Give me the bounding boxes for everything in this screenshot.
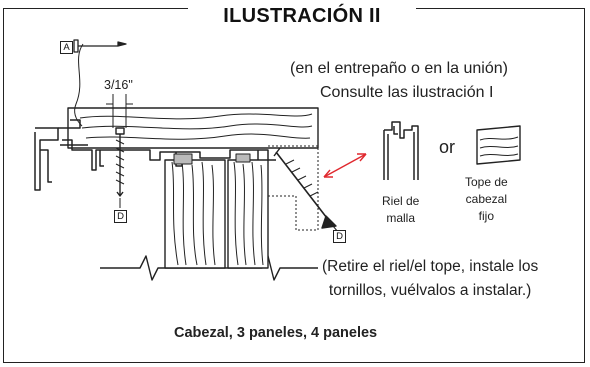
instruction-note: (Retire el riel/el tope, instale los tor…: [322, 255, 538, 303]
dimension-label: 3/16": [104, 78, 133, 92]
nail: [73, 39, 127, 127]
screen-rail-line-1: Riel de: [382, 194, 420, 208]
fixed-stop-block: [476, 125, 521, 165]
reference-note: Consulte las ilustración I: [320, 84, 494, 101]
illustration-title: ILUSTRACIÓN II: [223, 5, 381, 27]
location-note: (en el entrepaño o en la unión): [290, 60, 508, 77]
fixed-stop-label: Tope de cabezal fijo: [465, 174, 508, 225]
callout-nail: A: [60, 41, 73, 54]
instruction-line-2: tornillos, vuélvalos a instalar.): [328, 282, 532, 299]
title-band: ILUSTRACIÓN II: [188, 5, 416, 29]
illustration-frame: ILUSTRACIÓN II: [3, 5, 585, 363]
dimension-lines: [106, 94, 133, 128]
screen-rail-profile: [383, 121, 419, 180]
framing-stud-left: [164, 159, 226, 269]
fixed-stop-line-1: Tope de: [465, 175, 508, 189]
red-arrow: [323, 153, 367, 178]
callout-screw-vertical: D: [114, 210, 127, 223]
screen-rail-line-2: malla: [386, 211, 416, 225]
screw-angled: [273, 147, 339, 233]
framing-stud-right: [227, 159, 269, 269]
track-clip-2: [235, 153, 251, 163]
figure-caption: Cabezal, 3 paneles, 4 paneles: [174, 325, 378, 341]
fixed-stop-line-2: cabezal: [465, 192, 508, 206]
screw-vertical: [115, 127, 125, 208]
or-label: or: [439, 137, 456, 157]
fixed-stop-line-3: fijo: [478, 209, 495, 223]
screen-rail-label: Riel de malla: [382, 193, 419, 227]
removed-stop-outline: [268, 145, 319, 231]
head-wood-block: [67, 107, 319, 149]
head-track-profile: [34, 119, 276, 191]
callout-screw-angled: D: [333, 230, 346, 243]
instruction-line-1: (Retire el riel/el tope, instale los: [322, 258, 539, 275]
track-clip: [173, 153, 193, 165]
